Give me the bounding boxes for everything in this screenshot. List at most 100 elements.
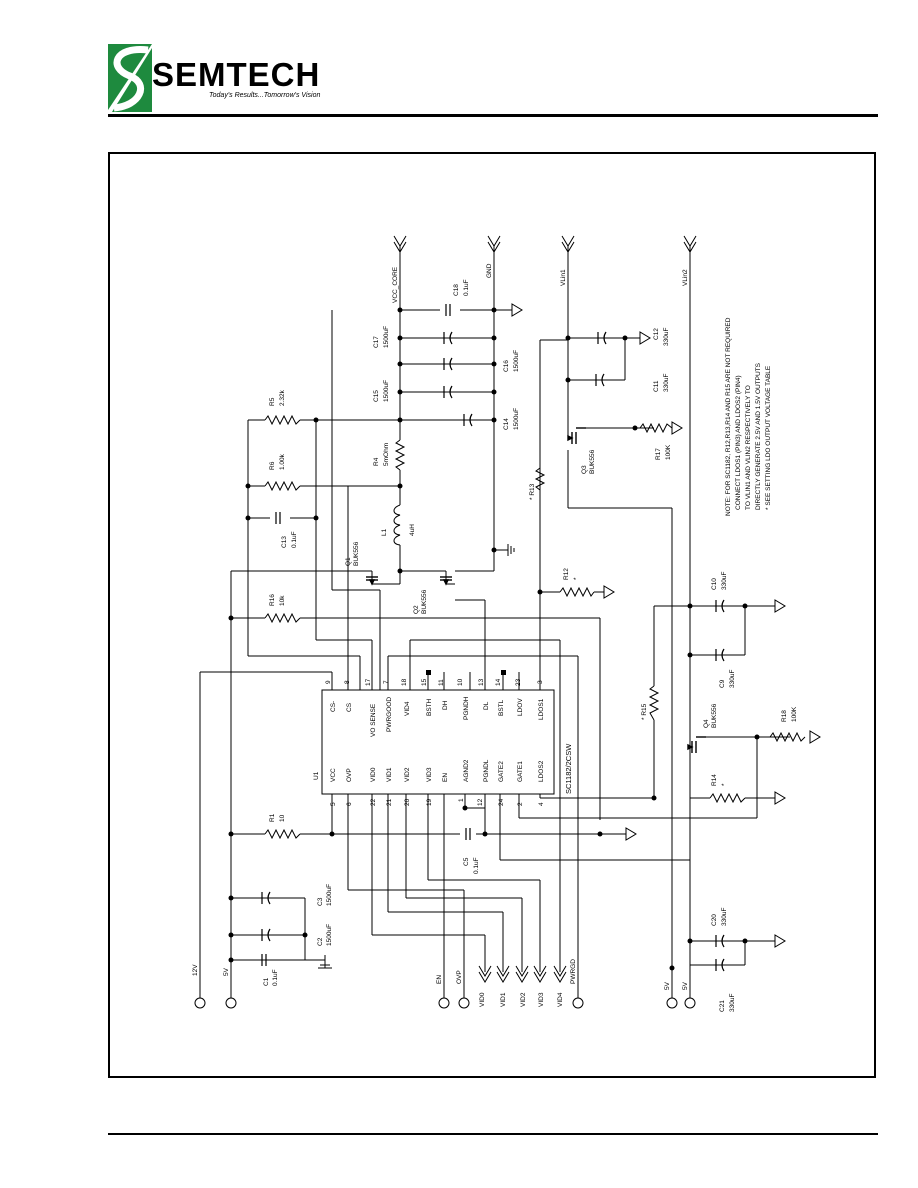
net-ovp: OVP — [456, 970, 463, 984]
component-value: 0.1uF — [272, 969, 279, 986]
ground-icon — [603, 585, 615, 599]
pin-name: OVP — [346, 768, 353, 782]
net-arrow-icon — [515, 965, 529, 977]
inductor-l1 — [393, 504, 401, 546]
component-value: 330uF — [663, 328, 670, 346]
pin-number: 22 — [370, 798, 377, 806]
ground-icon — [671, 421, 683, 435]
net-arrow-icon — [683, 235, 697, 247]
net-vlin1: VLin1 — [560, 269, 567, 286]
component-ref: C11 — [653, 380, 660, 392]
resistor-r18 — [769, 731, 806, 743]
pin-number: 5 — [330, 802, 337, 806]
component-value: 0.1uF — [291, 531, 298, 548]
resistor-r14 — [709, 792, 746, 804]
component-ref: C3 — [317, 897, 324, 906]
component-value: 2.32k — [279, 389, 286, 406]
pin-number: 13 — [478, 678, 485, 686]
pin-number: 14 — [495, 678, 502, 686]
design-note: * SEE SETTING LDO OUTPUT VOLTAGE TABLE — [765, 365, 772, 510]
pin-name: AGND2 — [463, 759, 470, 782]
pin-name: BSTL — [498, 699, 505, 716]
pin-number: 1 — [458, 798, 465, 802]
pin-name: DH — [442, 700, 449, 710]
design-note: TO VLIN1 AND VLIN2 RESPECTIVELY TO — [745, 385, 752, 510]
component-value: 1500uF — [513, 408, 520, 430]
terminal-5v — [225, 997, 237, 1009]
pin-number: 12 — [477, 798, 484, 806]
net-arrow-icon — [478, 965, 492, 977]
header-rule — [108, 114, 878, 117]
schematic-frame — [108, 152, 876, 1078]
schematic-labels: U1 SC1182/2CSW VCC_CORE GND VLin1 VLin2 … — [192, 263, 798, 1012]
net-arrow-icon — [553, 965, 567, 977]
ground-icon — [774, 934, 786, 948]
component-value: 330uF — [729, 994, 736, 1012]
component-ref: C1 — [263, 977, 270, 986]
pin-number: 24 — [498, 798, 505, 806]
component-value: 100K — [791, 706, 798, 722]
terminal-5v-ldo — [666, 997, 678, 1009]
pin-name: VID1 — [386, 767, 393, 782]
component-value: 1500uF — [326, 924, 333, 946]
component-ref: C21 — [719, 1000, 726, 1012]
pin-name: LDOS1 — [538, 698, 545, 720]
net-vid4: VID4 — [557, 992, 564, 1007]
pin-number: 3 — [537, 680, 544, 684]
pin-name: VID4 — [404, 701, 411, 716]
component-value: BUK556 — [421, 589, 428, 614]
component-ref: R4 — [373, 457, 380, 466]
mosfet-symbols — [366, 427, 706, 753]
pin-number: 9 — [325, 680, 332, 684]
ground-icon — [511, 303, 523, 317]
net-en: EN — [436, 975, 443, 984]
junction-dots — [228, 307, 760, 971]
component-ref: R17 — [655, 448, 662, 460]
component-ref: C14 — [503, 418, 510, 430]
net-arrow-icon — [533, 965, 547, 977]
net-5v-ldo: 5V — [682, 981, 689, 990]
resistor-r6 — [264, 480, 301, 492]
component-value: BUK556 — [711, 703, 718, 728]
component-value: 10 — [279, 814, 286, 822]
component-value: 330uF — [663, 374, 670, 392]
page-header: SEMTECH Today's Results...Tomorrow's Vis… — [0, 0, 918, 120]
terminal-5v-ldo — [684, 997, 696, 1009]
pin-number: 4 — [538, 802, 545, 806]
net-vcc-core: VCC_CORE — [392, 266, 399, 303]
net-5v-ldo: 5V — [664, 981, 671, 990]
component-ref: R18 — [781, 710, 788, 722]
pin-number: 8 — [344, 680, 351, 684]
pin-markers — [426, 670, 506, 675]
pin-name: DL — [483, 701, 490, 710]
component-value: 0.1uF — [473, 857, 480, 874]
component-ref: C15 — [373, 390, 380, 402]
component-ref: C20 — [711, 914, 718, 926]
pin-number: 17 — [365, 678, 372, 686]
net-vid3: VID3 — [538, 992, 545, 1007]
net-5v: 5V — [223, 967, 230, 976]
semtech-logo-icon — [108, 44, 152, 112]
resistor-r1 — [264, 828, 301, 840]
pin-name: GATE1 — [517, 761, 524, 782]
component-ref: C18 — [453, 284, 460, 296]
capacitor-symbols — [261, 304, 725, 972]
mosfet-q4 — [687, 736, 706, 753]
pin-number: 20 — [404, 798, 411, 806]
pin-name: GATE2 — [498, 761, 505, 782]
net-vlin2: VLin2 — [682, 269, 689, 286]
component-value: 1500uF — [326, 884, 333, 906]
pin-name: CS — [346, 702, 353, 712]
net-arrow-icon — [561, 235, 575, 247]
resistor-r17 — [639, 422, 673, 434]
component-value: * — [573, 577, 580, 580]
pin-name: LDOS2 — [538, 760, 545, 782]
pin-number: 15 — [421, 678, 428, 686]
pin-number: 18 — [401, 678, 408, 686]
component-value: 330uF — [721, 572, 728, 590]
brand-tagline: Today's Results...Tomorrow's Vision — [209, 92, 321, 99]
net-arrows-top — [393, 235, 697, 253]
net-vid1: VID1 — [500, 992, 507, 1007]
pin-name: CS- — [330, 701, 337, 712]
resistor-r16 — [264, 612, 301, 624]
